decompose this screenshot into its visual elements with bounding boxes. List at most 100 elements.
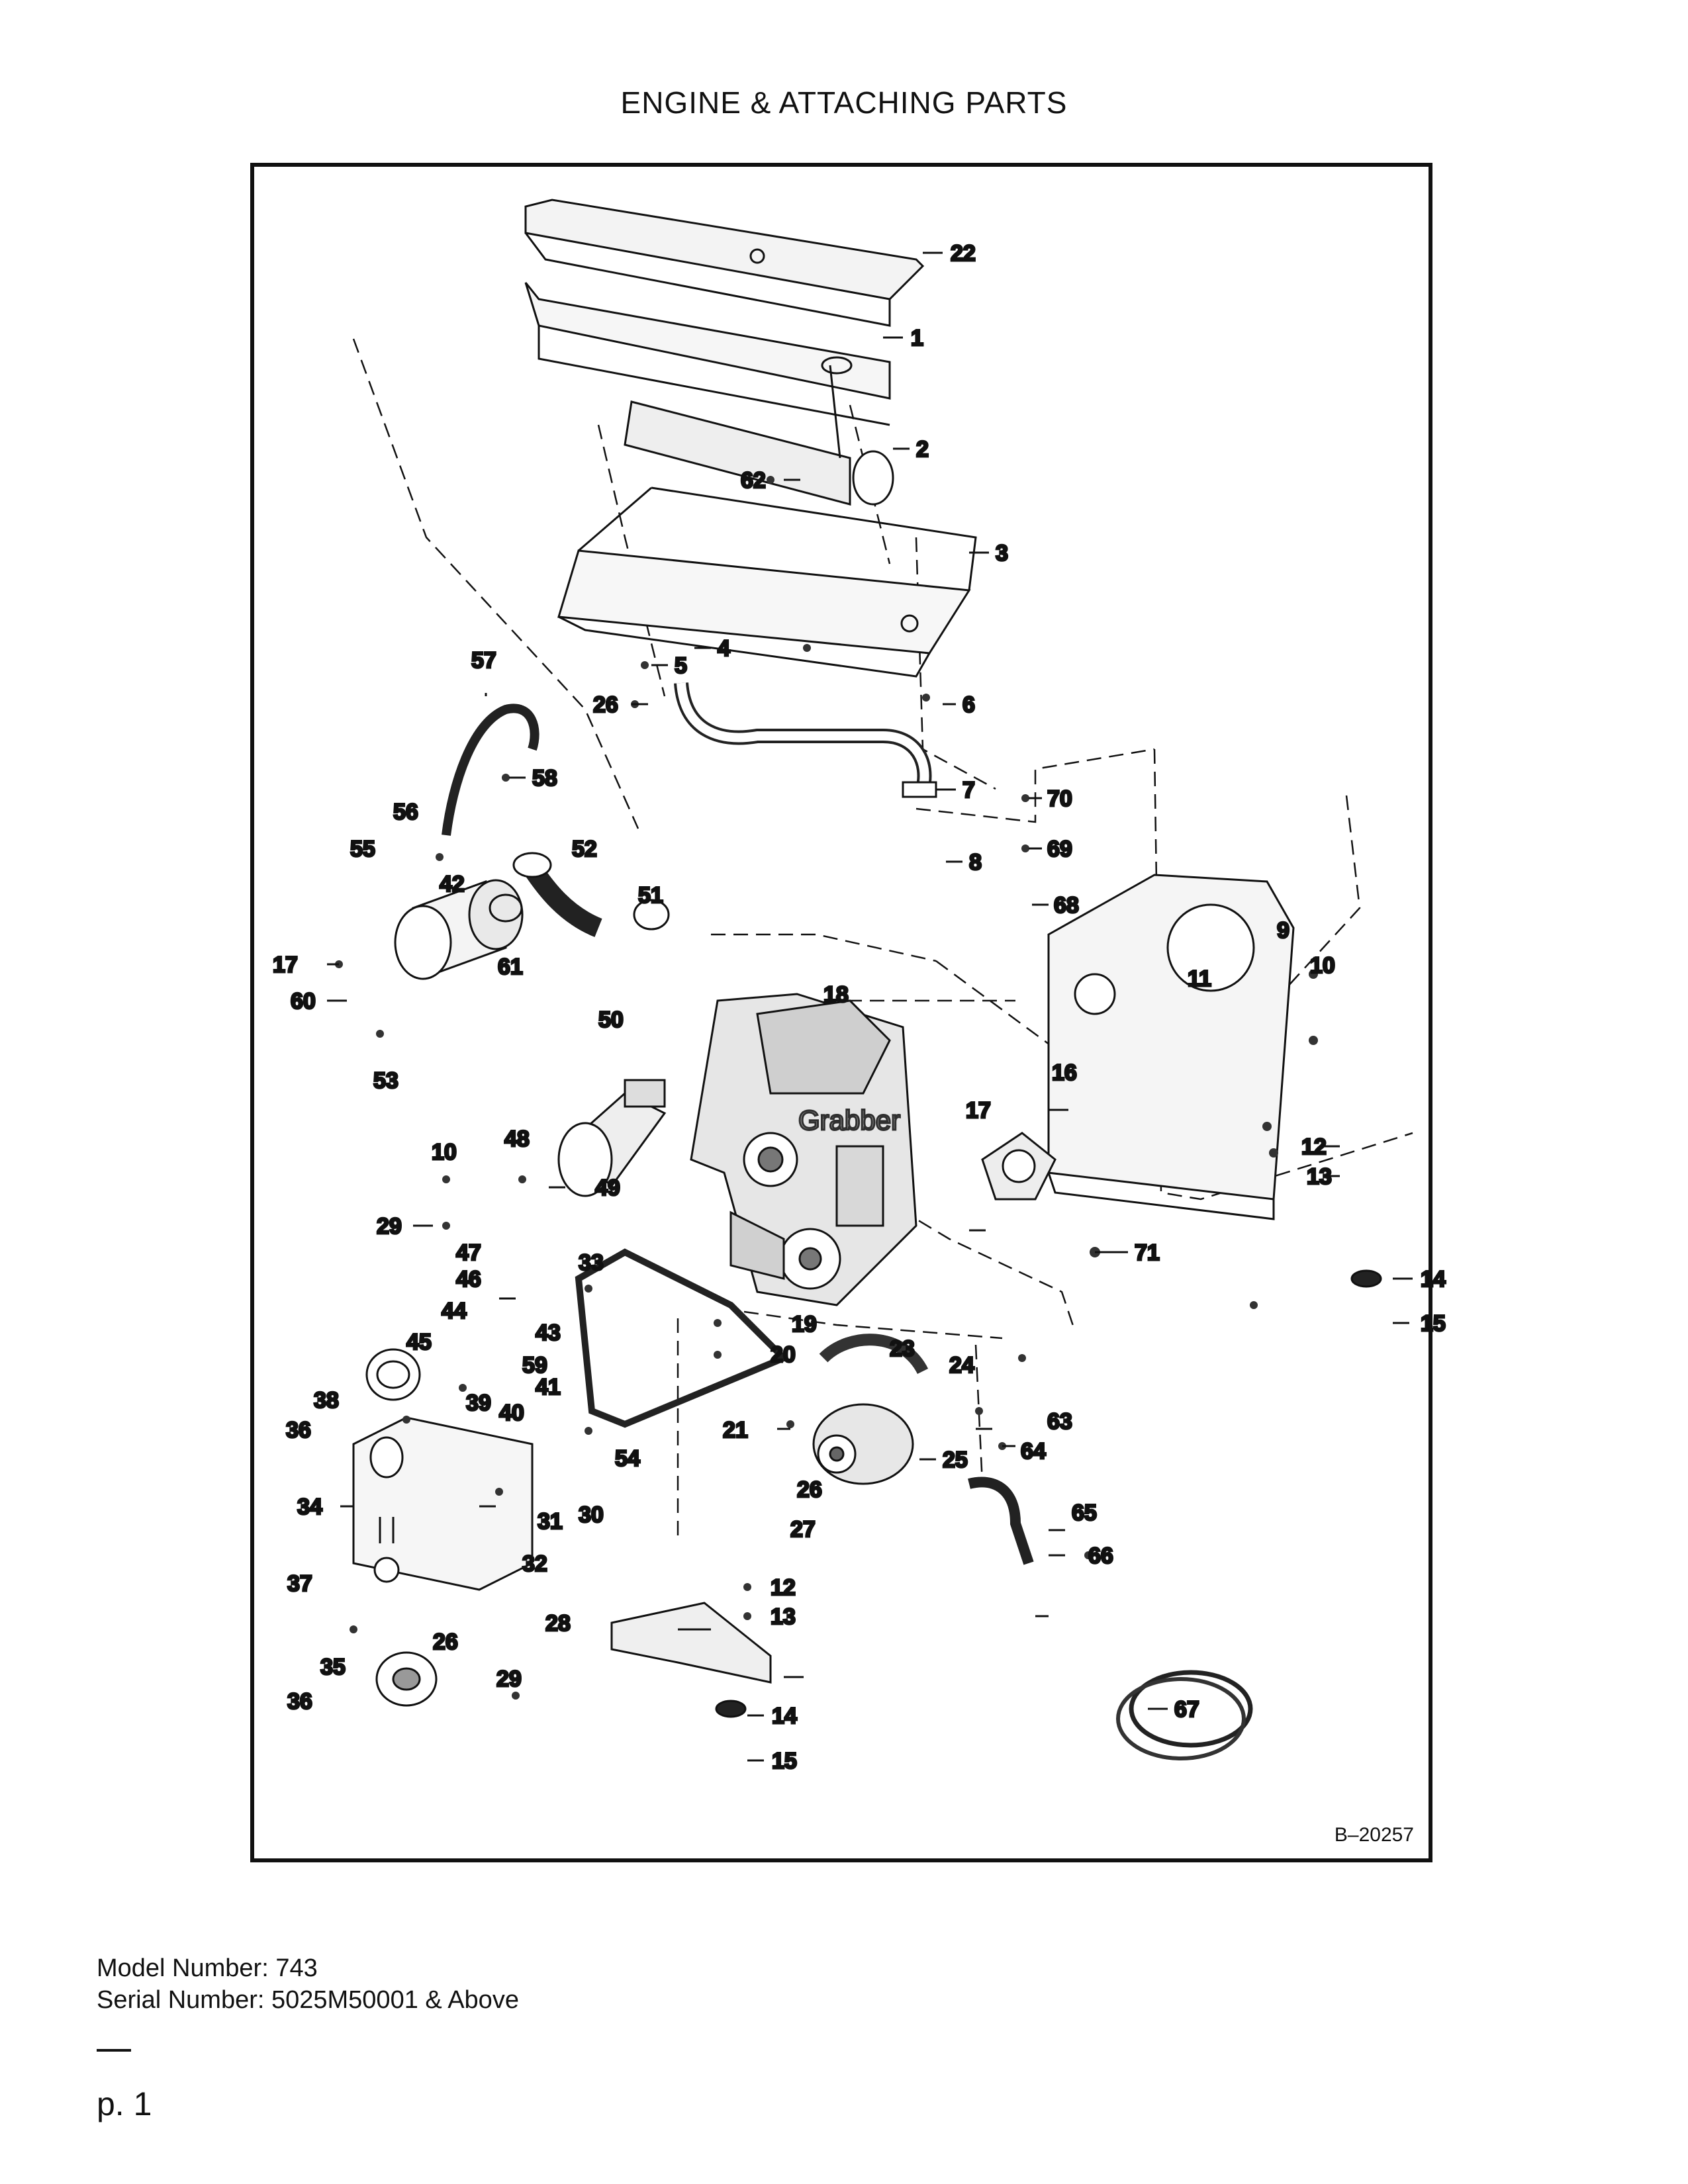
callout-66: 66 — [1088, 1543, 1113, 1569]
callout-28: 28 — [545, 1611, 571, 1636]
callout-60: 60 — [291, 989, 316, 1014]
callout-26: 26 — [433, 1629, 458, 1655]
part-16-housing — [981, 1132, 1056, 1201]
callout-20: 20 — [771, 1342, 796, 1367]
callout-15: 15 — [1421, 1311, 1446, 1336]
callout-61: 61 — [498, 954, 523, 979]
callout-56: 56 — [393, 799, 418, 825]
callout-62: 62 — [741, 468, 766, 493]
model-info: Model Number: 743 Serial Number: 5025M50… — [97, 1952, 519, 2016]
callout-40: 40 — [499, 1400, 524, 1426]
callout-29: 29 — [496, 1666, 522, 1692]
callout-49: 49 — [595, 1175, 620, 1201]
callout-47: 47 — [456, 1240, 481, 1265]
callout-25: 25 — [943, 1447, 968, 1473]
callout-68: 68 — [1054, 893, 1079, 918]
callout-63: 63 — [1047, 1409, 1072, 1434]
part-3-tray — [557, 486, 977, 678]
watermark-text: Grabber — [798, 1105, 900, 1136]
part-52-intake-hose — [512, 852, 602, 937]
callout-64: 64 — [1021, 1439, 1046, 1464]
part-23-brace — [819, 1334, 929, 1375]
callout-26: 26 — [797, 1477, 822, 1502]
callout-42: 42 — [440, 872, 465, 897]
callout-18: 18 — [823, 982, 849, 1007]
part-57-hose — [442, 704, 539, 836]
callout-10: 10 — [432, 1140, 457, 1165]
callout-27: 27 — [790, 1517, 816, 1542]
part-34-fan-guard — [352, 1416, 534, 1591]
callout-15: 15 — [772, 1749, 797, 1774]
part-11-engine-plate — [1047, 874, 1295, 1220]
part-61-clamp — [489, 893, 523, 923]
callout-16: 16 — [1052, 1060, 1077, 1085]
callout-36: 36 — [286, 1418, 311, 1443]
callout-48: 48 — [504, 1126, 530, 1152]
part-1-shield — [524, 282, 891, 426]
part-67-harness — [1116, 1670, 1253, 1760]
part-18-engine — [690, 993, 917, 1306]
diagram-frame: 22 1 2 62 3 4 5 57 26 6 58 7 70 56 69 55… — [250, 163, 1446, 1862]
callout-13: 13 — [1307, 1164, 1332, 1189]
page-number: p. 1 — [97, 2085, 152, 2122]
callout-35: 35 — [320, 1655, 346, 1680]
callout-59: 59 — [522, 1353, 547, 1378]
part-38-pulley — [365, 1348, 421, 1401]
callout-21: 21 — [723, 1418, 748, 1443]
callout-26: 26 — [593, 692, 618, 717]
callout-55: 55 — [350, 837, 375, 862]
callout-38: 38 — [314, 1388, 339, 1413]
callout-30: 30 — [579, 1502, 604, 1527]
callout-9: 9 — [1277, 918, 1289, 943]
callout-17: 17 — [966, 1098, 991, 1123]
part-51-clamp — [633, 899, 670, 931]
callout-43: 43 — [536, 1320, 561, 1345]
page-title: ENGINE & ATTACHING PARTS — [620, 85, 1068, 120]
callout-32: 32 — [522, 1551, 547, 1576]
callout-67: 67 — [1174, 1697, 1199, 1722]
exhaust-pipe — [674, 682, 937, 798]
callout-41: 41 — [536, 1375, 561, 1400]
fasteners — [335, 476, 1318, 1700]
callout-71: 71 — [1135, 1240, 1160, 1265]
part-14-isolators — [715, 1269, 1382, 1718]
callout-57: 57 — [471, 648, 496, 673]
callout-12: 12 — [771, 1575, 796, 1600]
callout-54: 54 — [615, 1446, 640, 1471]
callout-8: 8 — [969, 850, 982, 875]
drawing-number: B–20257 — [1334, 1824, 1414, 1846]
callout-52: 52 — [572, 837, 597, 862]
callout-12: 12 — [1301, 1134, 1327, 1160]
callout-1: 1 — [911, 326, 923, 351]
callout-29: 29 — [377, 1214, 402, 1239]
callout-11: 11 — [1188, 966, 1211, 991]
callout-10: 10 — [1310, 953, 1335, 978]
callout-33: 33 — [579, 1250, 604, 1275]
callout-24: 24 — [949, 1353, 974, 1378]
callout-5: 5 — [675, 653, 687, 678]
part-54-belt — [575, 1248, 790, 1428]
part-28-engine-mount — [610, 1602, 772, 1684]
callout-46: 46 — [456, 1267, 481, 1292]
callout-7: 7 — [962, 778, 975, 803]
callout-45: 45 — [406, 1330, 432, 1355]
model-number: Model Number: 743 — [97, 1954, 318, 1982]
callout-19: 19 — [792, 1312, 817, 1337]
callout-13: 13 — [771, 1604, 796, 1629]
callout-53: 53 — [373, 1068, 399, 1093]
part-50-starter — [557, 1079, 667, 1197]
callout-58: 58 — [532, 766, 557, 791]
callout-39: 39 — [466, 1390, 491, 1416]
callout-37: 37 — [287, 1571, 312, 1596]
callout-50: 50 — [598, 1007, 624, 1032]
callout-14: 14 — [1421, 1267, 1446, 1292]
part-22-heat-shield — [524, 199, 925, 327]
callout-4: 4 — [718, 636, 730, 661]
callout-2: 2 — [916, 437, 929, 462]
callout-44: 44 — [442, 1298, 467, 1324]
callout-22: 22 — [951, 241, 976, 266]
callout-70: 70 — [1047, 786, 1072, 811]
callout-leaders — [327, 251, 1413, 1762]
callout-31: 31 — [538, 1509, 563, 1534]
callout-65: 65 — [1072, 1500, 1097, 1525]
